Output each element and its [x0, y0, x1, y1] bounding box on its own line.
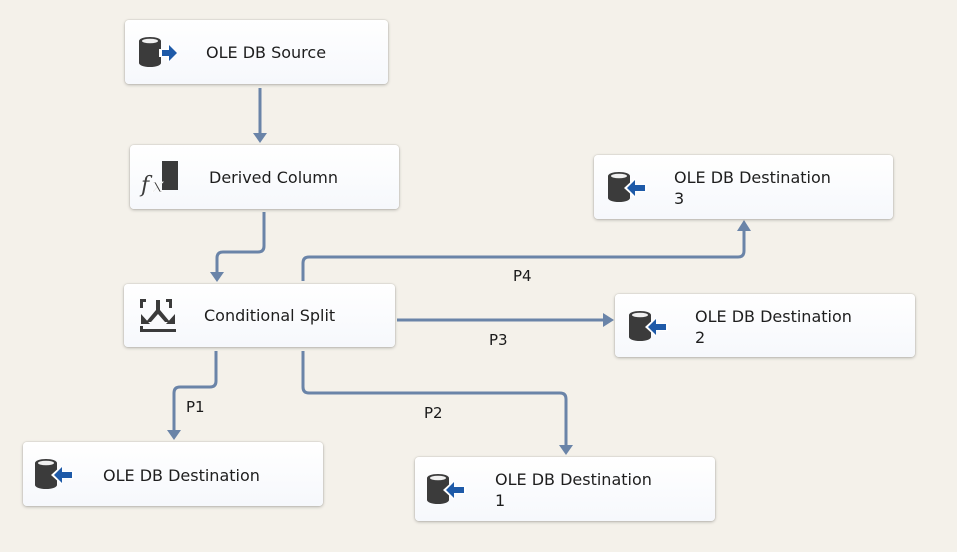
node-ole-db-destination[interactable]: OLE DB Destination — [23, 442, 323, 506]
connector-line[interactable] — [172, 351, 218, 431]
arrowhead — [559, 445, 573, 455]
node-ole-db-source[interactable]: OLE DB Source — [125, 20, 388, 84]
node-ole-db-destination-2[interactable]: OLE DB Destination 2 — [615, 294, 915, 357]
database-destination-icon — [629, 310, 668, 341]
edge-split-p1[interactable]: P1 — [167, 351, 218, 440]
node-label: Conditional Split — [204, 306, 336, 325]
node-ole-db-destination-1[interactable]: OLE DB Destination 1 — [415, 457, 715, 521]
edge-source-to-derived[interactable] — [253, 88, 267, 143]
edge-label-p1: P1 — [186, 398, 205, 416]
node-label: OLE DB Source — [206, 43, 327, 62]
edge-label-p3: P3 — [489, 331, 508, 349]
database-source-icon — [139, 37, 178, 67]
node-conditional-split[interactable]: Conditional Split — [124, 284, 395, 347]
edge-label-p4: P4 — [513, 267, 532, 285]
edge-split-p4[interactable]: P4 — [301, 220, 751, 285]
connector-line[interactable] — [301, 351, 568, 446]
arrowhead — [737, 220, 751, 231]
derived-column-fx-icon: f x — [139, 161, 178, 197]
arrowhead — [253, 133, 267, 143]
database-destination-icon — [35, 459, 74, 489]
database-destination-icon — [427, 474, 466, 504]
node-label: OLE DB Destination 3 — [674, 168, 831, 208]
edge-derived-to-split[interactable] — [210, 212, 266, 282]
arrowhead — [167, 430, 181, 440]
edge-split-p2[interactable]: P2 — [301, 351, 573, 455]
connector-line[interactable] — [215, 212, 266, 273]
node-label: Derived Column — [209, 168, 339, 187]
node-derived-column[interactable]: f x Derived Column — [130, 145, 399, 209]
arrowhead — [603, 313, 614, 327]
arrowhead — [210, 272, 224, 282]
node-label: OLE DB Destination 1 — [495, 470, 652, 510]
svg-text:f: f — [139, 173, 153, 197]
conditional-split-icon — [140, 298, 176, 332]
node-label: OLE DB Destination 2 — [695, 307, 852, 347]
node-label: OLE DB Destination — [103, 466, 260, 485]
connector-line[interactable] — [301, 230, 746, 281]
svg-text:x: x — [152, 173, 163, 197]
database-destination-icon — [608, 172, 647, 202]
edge-label-p2: P2 — [424, 404, 443, 422]
edge-split-p3[interactable]: P3 — [397, 313, 614, 349]
node-ole-db-destination-3[interactable]: OLE DB Destination 3 — [594, 155, 893, 219]
